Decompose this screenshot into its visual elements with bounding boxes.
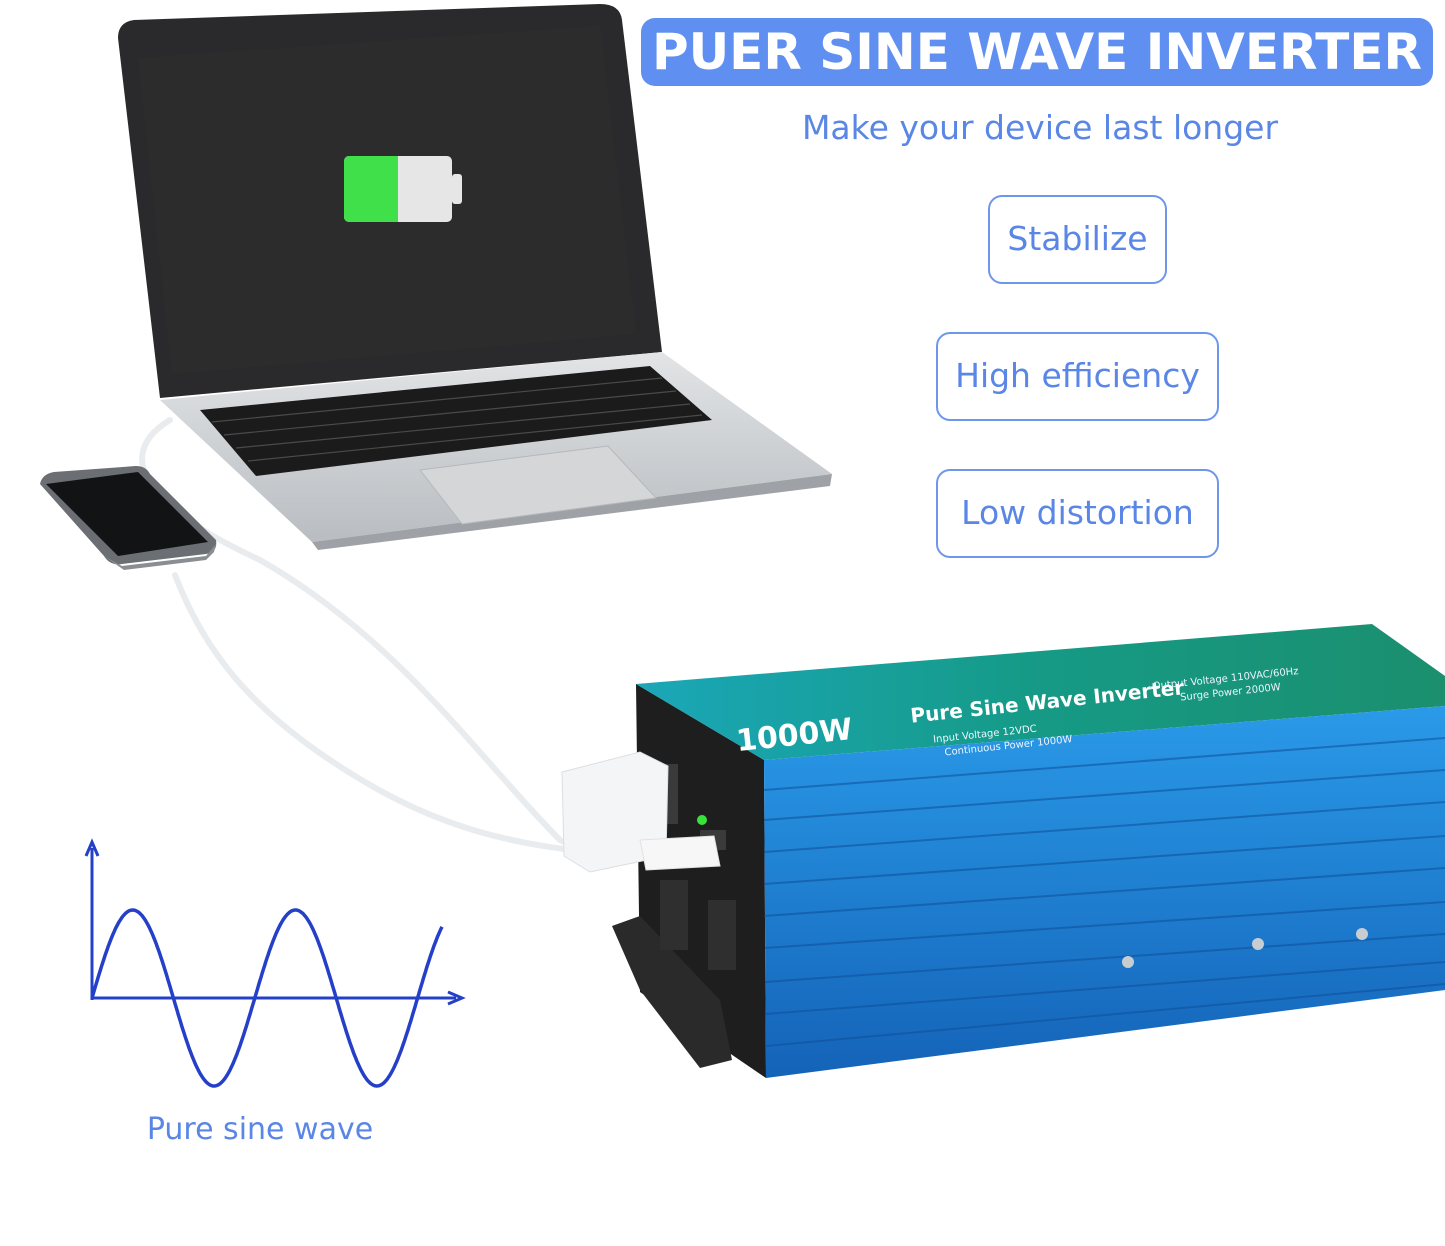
feature-pill-stabilize: Stabilize [988,195,1167,284]
phone-icon [40,466,217,570]
wave-caption: Pure sine wave [146,1112,374,1147]
feature-pill-low-distortion: Low distortion [936,469,1219,558]
battery-icon [344,156,462,222]
sine-wave-diagram [84,838,466,1088]
feature-pill-high-efficiency: High efficiency [936,332,1219,421]
inverter-device [561,624,1445,1078]
title-banner: PUER SINE WAVE INVERTER [641,18,1433,86]
subtitle: Make your device last longer [801,108,1279,147]
sine-curve [90,908,444,1088]
